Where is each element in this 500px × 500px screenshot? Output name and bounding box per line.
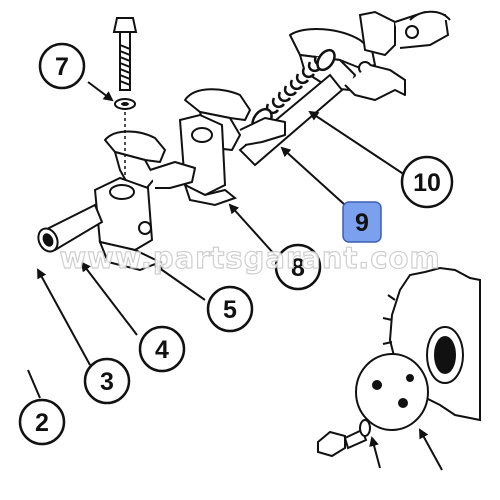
leader-8 [228,203,276,256]
callout-9-highlighted: 9 [342,201,382,243]
highlight-box [342,201,382,243]
callout-circle [38,42,86,90]
callout-2: 2 [18,398,66,446]
rear-rocker-arm [289,28,406,101]
callout-circle [18,398,66,446]
callout-10: 10 [400,155,454,209]
callout-circle [274,243,322,291]
callout-circle [400,155,454,209]
callout-circle [138,325,186,373]
leader-7 [87,81,114,102]
leader-9 [280,146,346,206]
callout-label-9: 9 [355,209,369,237]
callout-label-2: 2 [35,409,49,437]
drive-plate [355,353,429,431]
front-bracket [93,176,163,272]
leader-3 [37,268,91,366]
leader-4 [80,261,138,336]
callout-4: 4 [138,325,186,373]
leader-10 [308,110,406,176]
washer [114,98,136,110]
leader-2 [27,369,41,399]
watermark: www.partsgarant.com [59,240,441,275]
leader-plate-bolt [369,436,381,469]
callout-3: 3 [83,357,131,405]
callout-label-10: 10 [413,169,441,197]
leader-lines [27,81,443,471]
front-rocker-arm [104,130,196,191]
callout-7: 7 [38,42,86,90]
leader-5 [153,263,206,301]
callout-5: 5 [206,285,254,333]
plate-bolt [317,419,371,458]
callout-8: 8 [274,243,322,291]
callout-circle [206,285,254,333]
callout-label-8: 8 [291,254,305,282]
callout-label-4: 4 [155,336,169,364]
callout-label-7: 7 [55,53,69,81]
callout-label-5: 5 [223,296,237,324]
leader-drive-plate [419,428,443,471]
rocker-shaft [238,73,344,167]
watermark-text: www.partsgarant.com [59,241,440,275]
rocker-shaft-bracket-top [358,10,451,57]
callout-circle [83,357,131,405]
shaft-end-plug [37,203,104,253]
callout-label-3: 3 [100,368,114,396]
mounting-bolt [112,17,138,91]
